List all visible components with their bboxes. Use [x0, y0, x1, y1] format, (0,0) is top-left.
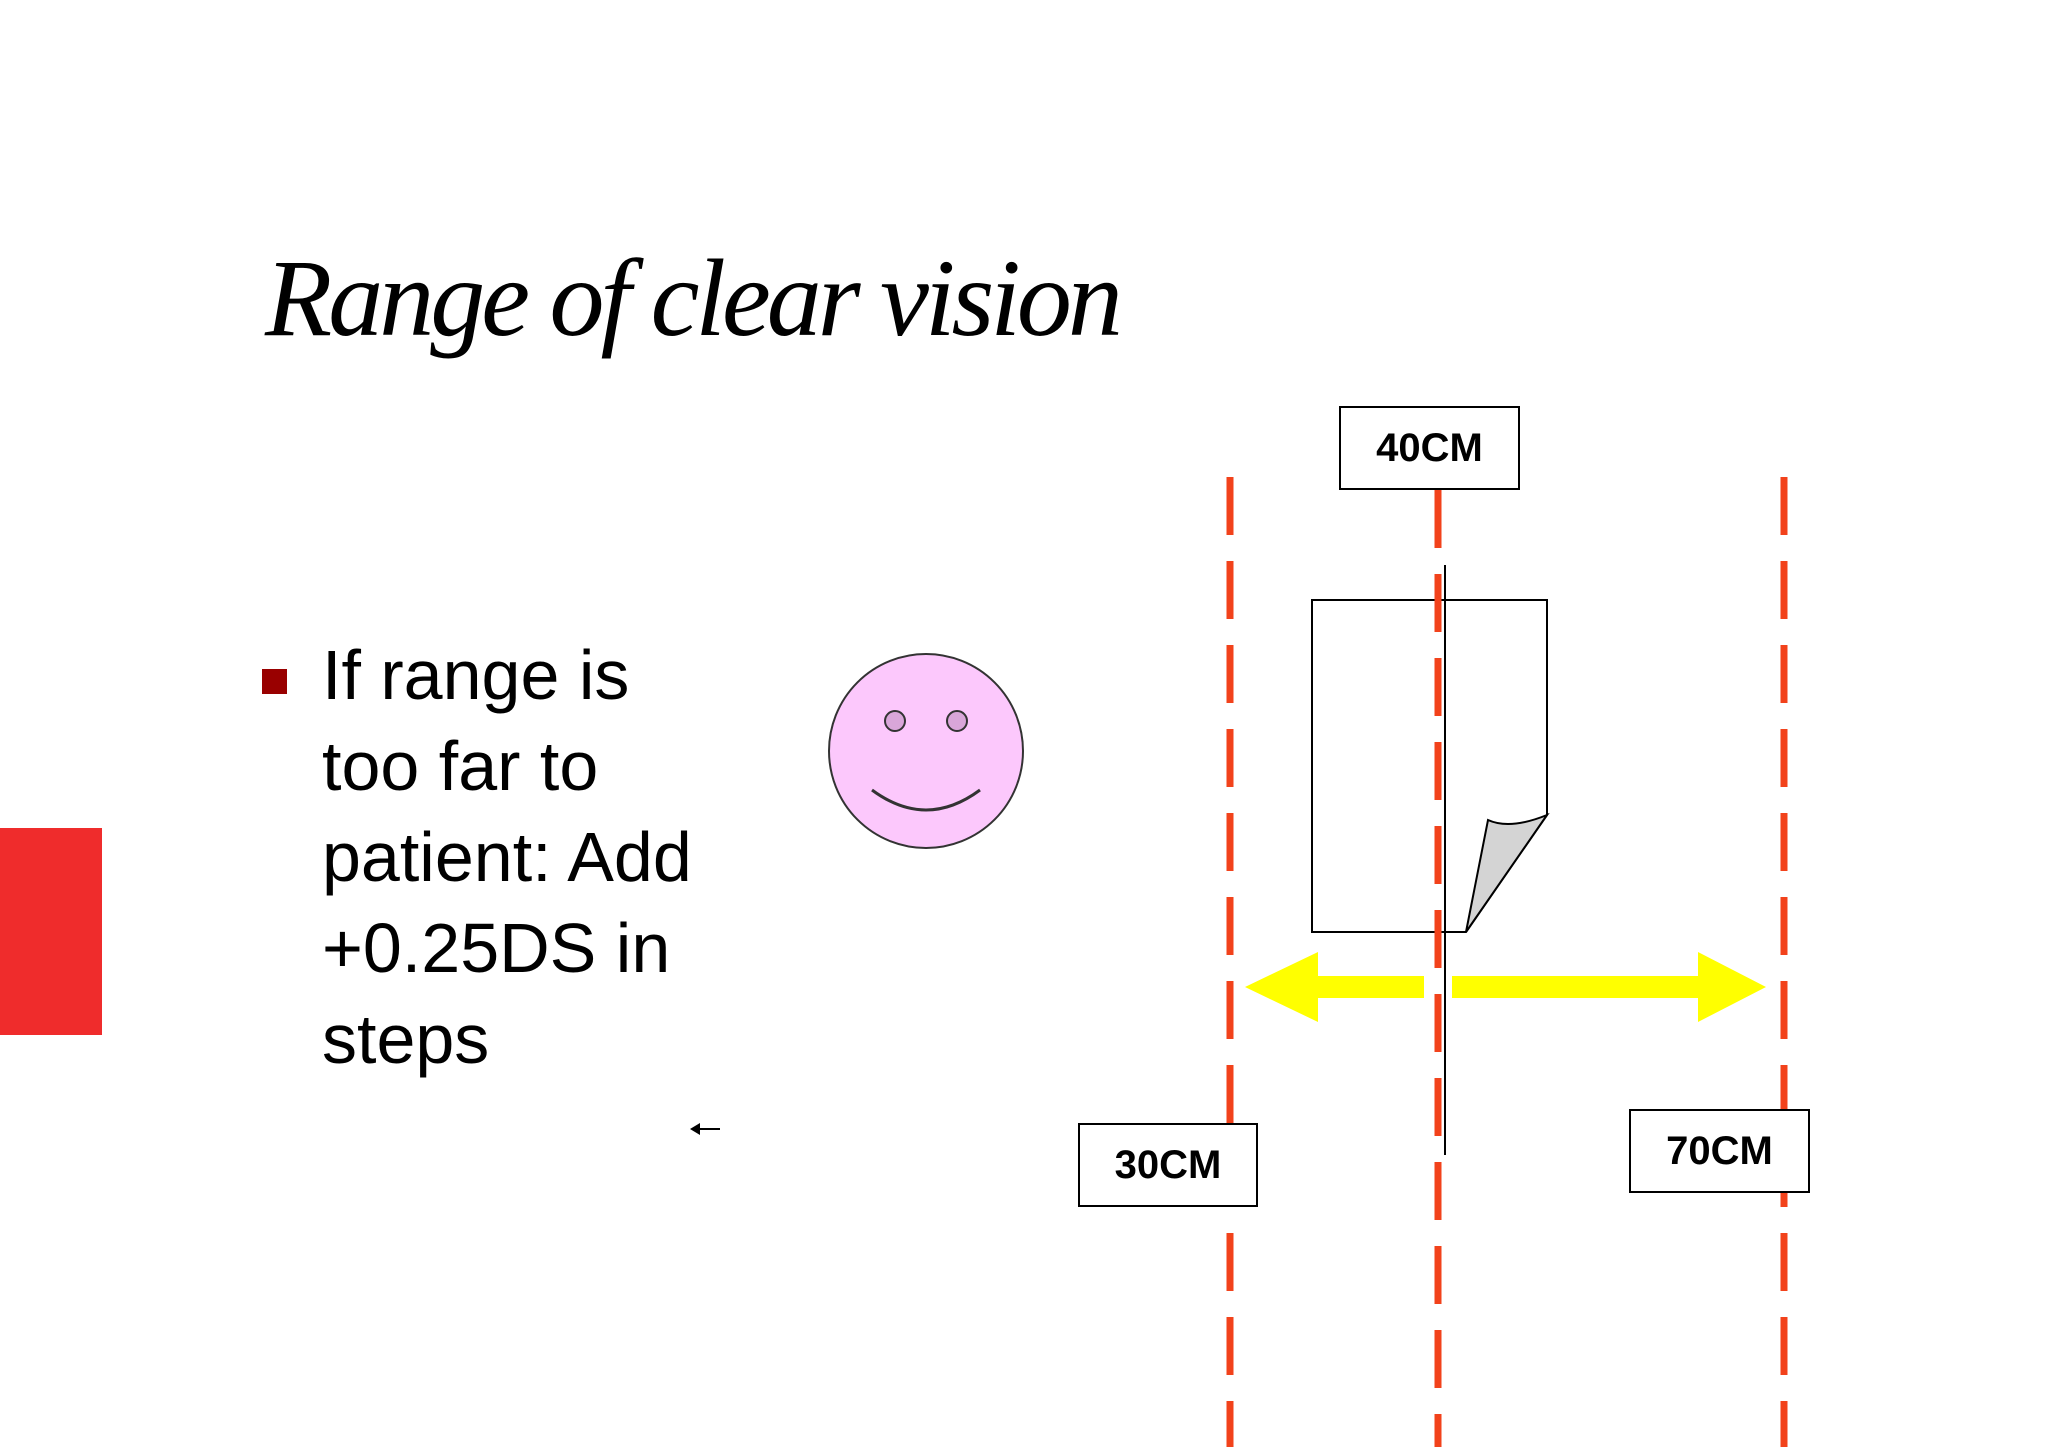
double-arrow-icon	[1245, 952, 1766, 1022]
bullet-text: If range is too far to patient: Add +0.2…	[322, 636, 692, 1078]
slide-title: Range of clear vision	[265, 237, 1123, 359]
bullet-marker	[262, 669, 287, 694]
red-accent-bar	[0, 828, 102, 1035]
small-left-arrow-icon	[690, 1123, 720, 1135]
right-eye	[946, 710, 968, 732]
smile	[871, 788, 981, 812]
label-30cm: 30CM	[1078, 1123, 1258, 1207]
label-70cm: 70CM	[1629, 1109, 1810, 1193]
label-40cm: 40CM	[1339, 406, 1520, 490]
document-page-icon	[1311, 599, 1550, 933]
left-eye	[884, 710, 906, 732]
smiley-face-icon	[828, 653, 1024, 849]
